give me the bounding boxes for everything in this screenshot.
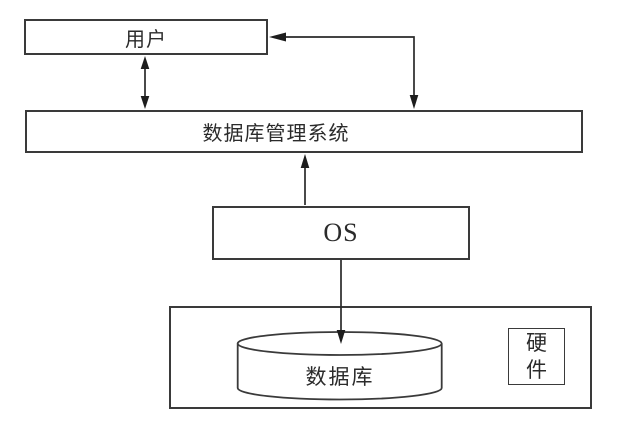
user-box: 用户 <box>24 19 268 55</box>
hardware-label-box: 硬件 <box>508 328 565 385</box>
arrow-os-to-dbms <box>300 154 310 205</box>
arrowhead-left-icon <box>269 32 286 42</box>
dbms-box: 数据库管理系统 <box>25 110 583 153</box>
user-label: 用户 <box>125 28 167 51</box>
os-label: OS <box>323 218 359 247</box>
hardware-label: 硬件 <box>526 331 547 382</box>
arrowhead-up-icon <box>140 56 150 69</box>
os-box: OS <box>212 206 470 260</box>
dbms-label: 数据库管理系统 <box>202 123 350 145</box>
arrow-user-dbms-vertical <box>140 56 150 109</box>
arrowhead-down-icon <box>140 96 150 109</box>
arrowhead-up-icon <box>300 154 310 168</box>
database-label: 数据库 <box>305 365 375 389</box>
arrow-user-dbms-elbow <box>269 32 419 109</box>
arrowhead-down-icon <box>409 95 419 109</box>
